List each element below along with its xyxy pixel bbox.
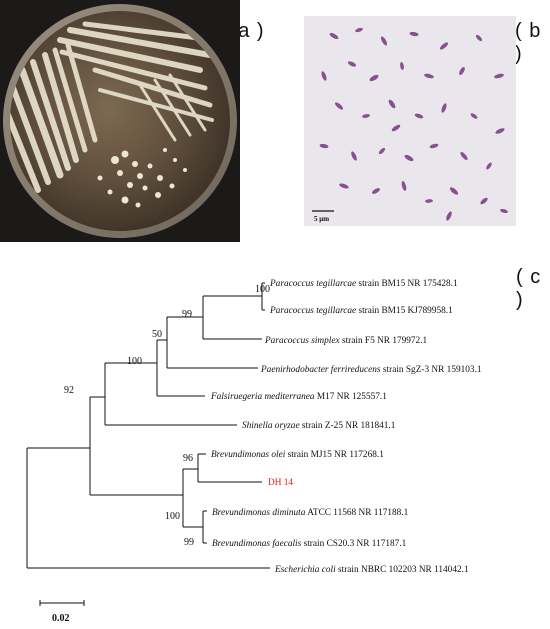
taxon-label: Shinella oryzae strain Z-25 NR 181841.1	[242, 421, 396, 431]
panel-label-c: ( c )	[516, 266, 542, 311]
colonies	[97, 148, 187, 208]
bootstrap-value: 100	[255, 284, 270, 295]
taxon-label: Paracoccus tegillarcae strain BM15 KJ789…	[269, 306, 453, 316]
micrograph-background	[304, 16, 516, 226]
bootstrap-value: 100	[165, 511, 180, 522]
bootstrap-value: 50	[152, 329, 162, 340]
tree-branches	[26, 282, 270, 569]
taxon-label: Brevundimonas diminuta ATCC 11568 NR 117…	[212, 508, 409, 518]
scale-bar-label: 5 μm	[314, 215, 329, 223]
bootstrap-value: 96	[183, 453, 193, 464]
taxon-label: Escherichia coli strain NBRC 102203 NR 1…	[274, 565, 469, 575]
taxon-label: Falsiruegeria mediterranea M17 NR 125557…	[210, 392, 387, 402]
gram-stain-micrograph: 5 μm	[304, 16, 516, 226]
taxon-label: Brevundimonas olei strain MJ15 NR 117268…	[211, 450, 384, 460]
tree-scale-bar	[39, 600, 85, 606]
bootstrap-value: 99	[182, 309, 192, 320]
bacterial-streaks	[10, 21, 218, 208]
taxon-label: Paracoccus tegillarcae strain BM15 NR 17…	[269, 279, 458, 289]
phylogenetic-tree: 100 99 50 100 92 96 100 99 Paracoccus te…	[26, 279, 482, 624]
petri-dish-photo	[0, 0, 240, 242]
panel-label-b: ( b )	[515, 20, 542, 65]
bootstrap-value: 100	[127, 356, 142, 367]
rod-cells	[319, 27, 508, 221]
bootstrap-value: 99	[184, 537, 194, 548]
taxon-label: Paenirhodobacter ferrireducens strain Sg…	[260, 364, 482, 375]
tree-scale-label: 0.02	[52, 613, 70, 624]
taxon-label: Paracoccus simplex strain F5 NR 179972.1	[264, 336, 428, 346]
taxon-label-dh14: DH 14	[268, 478, 293, 488]
bootstrap-value: 92	[64, 385, 74, 396]
taxon-label: Brevundimonas faecalis strain CS20.3 NR …	[212, 538, 407, 549]
